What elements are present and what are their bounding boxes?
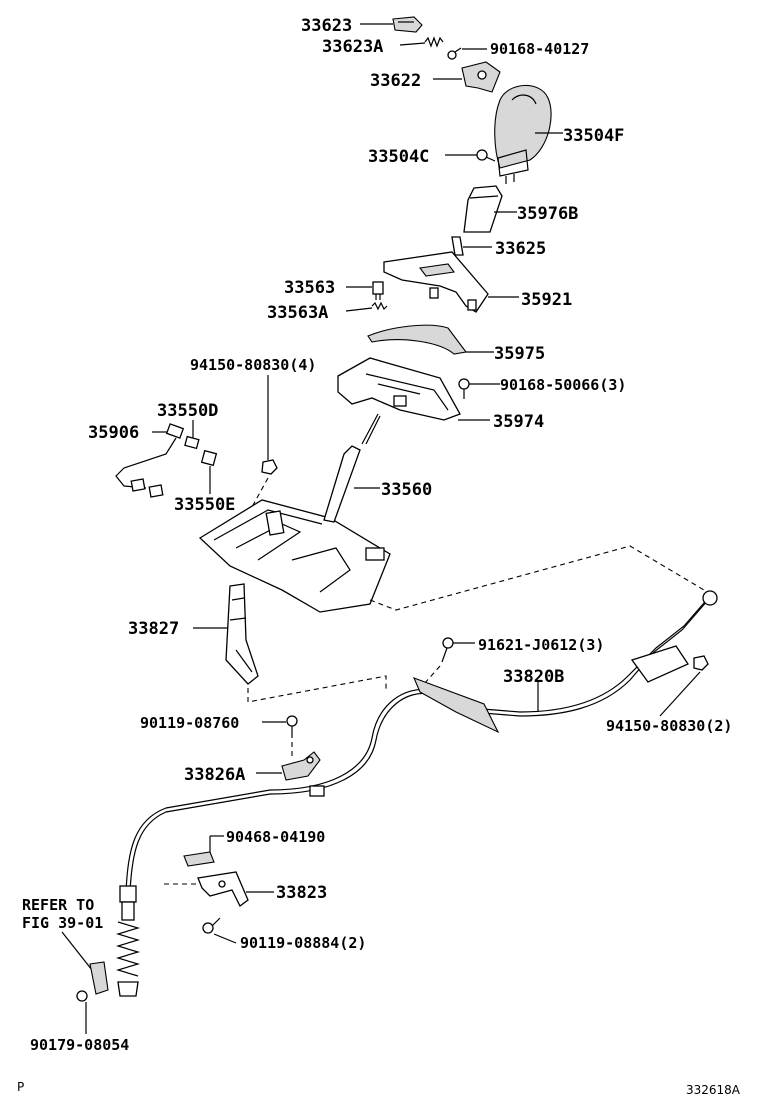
label-33550E: 33550E bbox=[174, 495, 235, 515]
housing-35974 bbox=[337, 357, 461, 421]
label-33504F: 33504F bbox=[563, 126, 624, 146]
harness-35906 bbox=[115, 423, 185, 498]
label-33623A: 33623A bbox=[322, 37, 383, 57]
bracket-33826A bbox=[281, 751, 321, 781]
trim-35975 bbox=[367, 324, 467, 355]
footer-page-letter: P bbox=[17, 1080, 24, 1094]
bracket-33827 bbox=[225, 583, 259, 685]
bulb-33563 bbox=[372, 281, 384, 300]
leader-94150-80830-2 bbox=[659, 671, 701, 717]
shift-knob-33504F bbox=[494, 84, 552, 184]
dashed-ref-bracket bbox=[247, 675, 387, 703]
dashed-ref-lever bbox=[369, 545, 705, 611]
refer-line2: FIG 39-01 bbox=[22, 914, 103, 932]
leader-90119-08884 bbox=[213, 933, 237, 944]
dashed-ref-91621 bbox=[423, 665, 441, 685]
label-33826A: 33826A bbox=[184, 765, 245, 785]
label-94150-80830-2: 94150-80830(2) bbox=[606, 717, 732, 735]
spring-33623A bbox=[424, 36, 444, 48]
label-33560: 33560 bbox=[381, 480, 432, 500]
nut-94150-80830 bbox=[261, 459, 278, 475]
leader-33623A bbox=[399, 42, 426, 46]
switch-33550D bbox=[184, 435, 200, 450]
pin-33625 bbox=[451, 236, 464, 256]
bolt-91621-J0612 bbox=[441, 637, 454, 663]
label-35975: 35975 bbox=[494, 344, 545, 364]
label-35921: 35921 bbox=[521, 290, 572, 310]
boot-35976B bbox=[463, 185, 503, 233]
socket-33563A bbox=[371, 301, 388, 311]
leader-refer bbox=[61, 931, 93, 971]
label-33625: 33625 bbox=[495, 239, 546, 259]
bolt-90119-08884 bbox=[202, 917, 221, 934]
label-33550D: 33550D bbox=[157, 401, 218, 421]
label-33563A: 33563A bbox=[267, 303, 328, 323]
label-90119-08760: 90119-08760 bbox=[140, 714, 239, 732]
label-35976B: 35976B bbox=[517, 204, 578, 224]
label-90168-40127: 90168-40127 bbox=[490, 40, 589, 58]
label-33827: 33827 bbox=[128, 619, 179, 639]
shift-lever-33560 bbox=[198, 413, 391, 613]
screw-90168-40127 bbox=[447, 47, 462, 60]
label-90179-08054: 90179-08054 bbox=[30, 1036, 129, 1054]
label-33504C: 33504C bbox=[368, 147, 429, 167]
shift-cable-33820B bbox=[115, 590, 718, 997]
clip-90468-04190 bbox=[183, 851, 215, 867]
label-33820B: 33820B bbox=[503, 667, 564, 687]
refer-line1: REFER TO bbox=[22, 896, 94, 914]
bolt-90119-08760 bbox=[286, 715, 298, 738]
label-35974: 35974 bbox=[493, 412, 544, 432]
label-33622: 33622 bbox=[370, 71, 421, 91]
label-33563: 33563 bbox=[284, 278, 335, 298]
footer-figure-code: 332618A bbox=[686, 1083, 741, 1097]
bracket-33823 bbox=[197, 871, 249, 907]
label-90468-04190: 90468-04190 bbox=[226, 828, 325, 846]
nut-94150-80830-2 bbox=[693, 655, 709, 671]
emblem-33623 bbox=[392, 16, 423, 33]
label-33823: 33823 bbox=[276, 883, 327, 903]
bolt-90168-50066 bbox=[458, 378, 470, 399]
indicator-plate-35921 bbox=[383, 251, 489, 313]
screw-33504C bbox=[476, 149, 496, 162]
label-35906: 35906 bbox=[88, 423, 139, 443]
leader-33563A bbox=[345, 307, 373, 312]
label-33623: 33623 bbox=[301, 16, 352, 36]
label-94150-80830-4: 94150-80830(4) bbox=[190, 356, 316, 374]
button-33622 bbox=[461, 61, 501, 93]
switch-33550E bbox=[200, 449, 218, 467]
transmission-bracket bbox=[76, 961, 109, 1002]
label-91621-J0612-3: 91621-J0612(3) bbox=[478, 636, 604, 654]
label-90168-50066: 90168-50066(3) bbox=[500, 376, 626, 394]
label-90119-08884-2: 90119-08884(2) bbox=[240, 934, 366, 952]
